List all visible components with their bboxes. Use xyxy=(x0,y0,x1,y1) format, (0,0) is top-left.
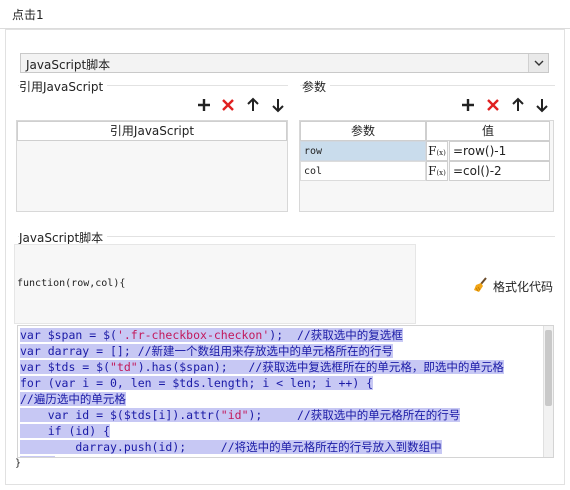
code-line-text: var $tds = $("td").has($span); //获取选中复选框… xyxy=(20,360,504,374)
formula-fx-icon[interactable]: F(x) xyxy=(426,161,448,181)
scrollbar-thumb[interactable] xyxy=(545,330,552,406)
ref-move-up-button[interactable] xyxy=(244,96,262,114)
param-section-label: 参数 xyxy=(302,78,331,95)
script-section-label: JavaScript脚本 xyxy=(19,229,108,246)
window-title: 点击1 xyxy=(12,8,44,22)
param-value-cell[interactable]: =row()-1 xyxy=(449,141,550,161)
param-name-cell[interactable]: col xyxy=(300,161,426,181)
param-name-cell[interactable]: row xyxy=(300,141,426,161)
param-section-divider xyxy=(300,85,555,86)
plus-icon xyxy=(198,99,210,111)
code-editor[interactable]: var $span = $('.fr-checkbox-checkon'); /… xyxy=(17,325,554,458)
code-line: if (id) { xyxy=(20,423,111,439)
code-line: //遍历选中的单元格 xyxy=(20,391,126,407)
script-type-value: JavaScript脚本 xyxy=(26,58,111,72)
code-line-text: var id = $($tds[i]).attr("id"); //获取选中的单… xyxy=(20,408,461,422)
format-code-label: 格式化代码 xyxy=(493,280,554,294)
code-line: } xyxy=(20,455,55,457)
delete-x-icon xyxy=(222,99,234,111)
arrow-up-icon xyxy=(247,97,259,111)
code-line: for (var i = 0, len = $tds.length; i < l… xyxy=(20,375,374,391)
code-line-text: for (var i = 0, len = $tds.length; i < l… xyxy=(20,376,374,390)
ref-js-column-header: 引用JavaScript xyxy=(17,121,287,141)
param-delete-button[interactable] xyxy=(484,96,502,114)
script-section-divider xyxy=(18,236,555,237)
arrow-down-icon xyxy=(536,99,548,113)
code-line-text: var darray = []; //新建一个数组用来存放选中的单元格所在的行号 xyxy=(20,344,394,358)
param-move-up-button[interactable] xyxy=(509,96,527,114)
code-line-text: } xyxy=(20,456,55,457)
chevron-down-icon[interactable] xyxy=(528,54,548,72)
param-value-column-header: 值 xyxy=(426,121,550,141)
formula-fx-icon[interactable]: F(x) xyxy=(426,141,448,161)
editor-scrollbar[interactable] xyxy=(543,326,553,457)
arrow-up-icon xyxy=(512,97,524,111)
ref-delete-button[interactable] xyxy=(219,96,237,114)
ref-move-down-button[interactable] xyxy=(269,96,287,114)
function-signature-area xyxy=(14,244,416,324)
code-line-text: if (id) { xyxy=(20,424,111,438)
code-line: var id = $($tds[i]).attr("id"); //获取选中的单… xyxy=(20,407,461,423)
param-value-cell[interactable]: =col()-2 xyxy=(449,161,550,181)
param-name-column-header: 参数 xyxy=(300,121,426,141)
broom-icon xyxy=(474,277,487,292)
ref-section-label: 引用JavaScript xyxy=(19,78,108,95)
ref-section-divider xyxy=(18,85,288,86)
code-line: darray.push(id); //将选中的单元格所在的行号放入到数组中 xyxy=(20,439,442,455)
code-line: var darray = []; //新建一个数组用来存放选中的单元格所在的行号 xyxy=(20,343,394,359)
code-line-text: //遍历选中的单元格 xyxy=(20,392,126,406)
delete-x-icon xyxy=(487,99,499,111)
title-bar: 点击1 xyxy=(0,0,570,29)
script-type-select[interactable]: JavaScript脚本 xyxy=(20,53,549,73)
function-signature: function(row,col){ xyxy=(17,278,126,289)
arrow-down-icon xyxy=(272,99,284,113)
code-line: var $tds = $("td").has($span); //获取选中复选框… xyxy=(20,359,504,375)
function-closing-brace: } xyxy=(15,458,22,469)
param-add-button[interactable] xyxy=(459,96,477,114)
param-move-down-button[interactable] xyxy=(533,96,551,114)
code-line: var $span = $('.fr-checkbox-checkon'); /… xyxy=(20,327,403,343)
code-line-text: darray.push(id); //将选中的单元格所在的行号放入到数组中 xyxy=(20,440,442,454)
ref-add-button[interactable] xyxy=(195,96,213,114)
plus-icon xyxy=(462,99,474,111)
code-line-text: var $span = $('.fr-checkbox-checkon'); /… xyxy=(20,328,403,342)
